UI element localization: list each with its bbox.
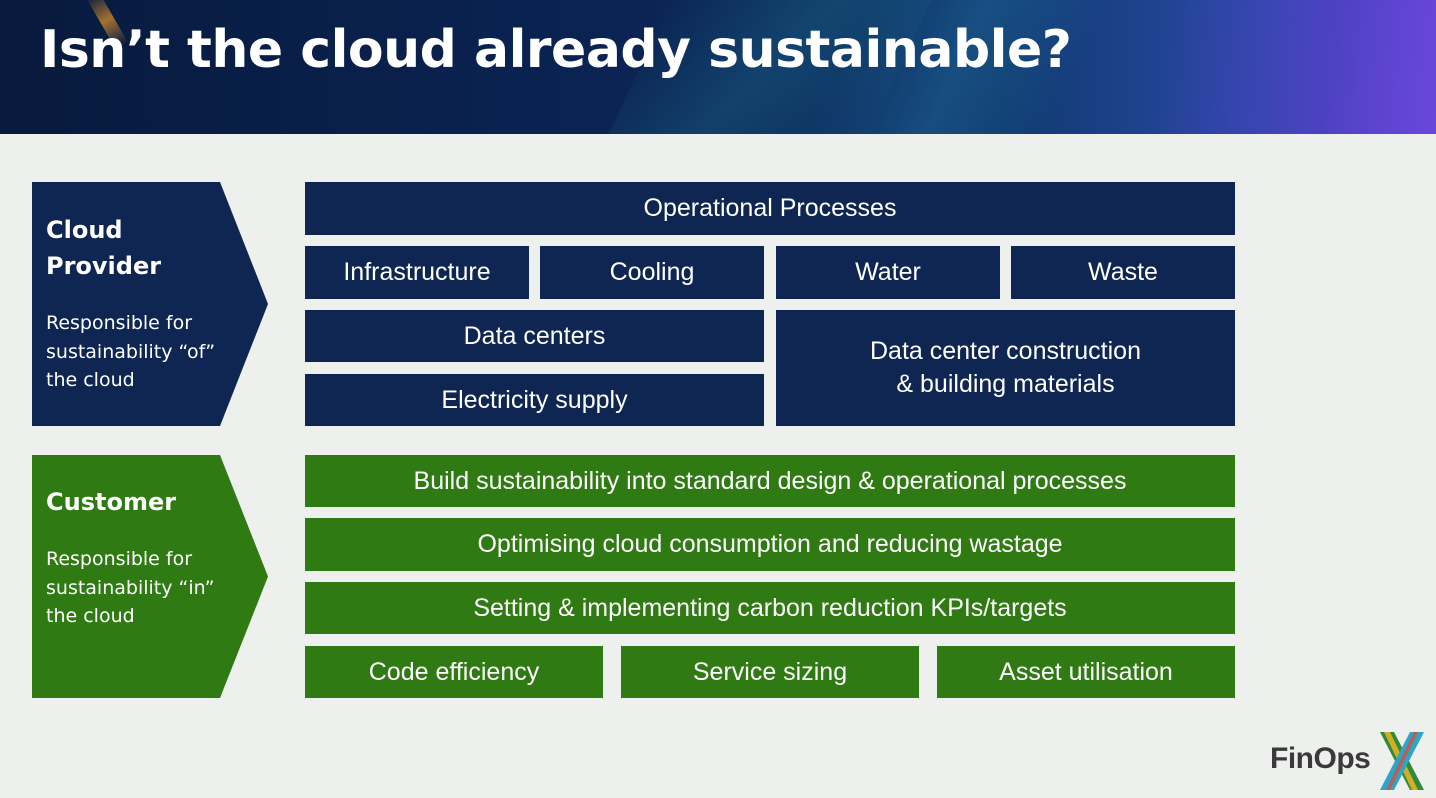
cloud-provider-description: Responsible for sustainability “of” the …	[46, 312, 216, 391]
customer-description: Responsible for sustainability “in” the …	[46, 548, 215, 627]
slide-title: Isn’t the cloud already sustainable?	[40, 20, 1072, 80]
customer-chevron: Customer Responsible for sustainability …	[32, 455, 268, 698]
electricity-supply-box: Electricity supply	[305, 374, 764, 426]
service-sizing-box: Service sizing	[621, 646, 919, 698]
carbon-kpis-box: Setting & implementing carbon reduction …	[305, 582, 1235, 634]
customer-heading: Customer	[46, 488, 177, 516]
cooling-box: Cooling	[540, 246, 764, 299]
title-banner: Isn’t the cloud already sustainable?	[0, 0, 1436, 134]
data-centers-box: Data centers	[305, 310, 764, 362]
finops-logo: FinOps	[1270, 728, 1430, 794]
cloud-provider-heading: Cloud Provider	[46, 216, 162, 280]
infrastructure-box: Infrastructure	[305, 246, 529, 299]
build-sustainability-box: Build sustainability into standard desig…	[305, 455, 1235, 507]
data-center-construction-box: Data center construction & building mate…	[776, 310, 1235, 426]
operational-processes-box: Operational Processes	[305, 182, 1235, 235]
waste-box: Waste	[1011, 246, 1235, 299]
logo-x-mark-icon	[1380, 732, 1424, 790]
construction-line-1: Data center construction	[870, 337, 1141, 365]
construction-line-2: & building materials	[896, 370, 1115, 398]
asset-utilisation-box: Asset utilisation	[937, 646, 1235, 698]
optimising-consumption-box: Optimising cloud consumption and reducin…	[305, 518, 1235, 571]
code-efficiency-box: Code efficiency	[305, 646, 603, 698]
water-box: Water	[776, 246, 1000, 299]
cloud-provider-chevron: Cloud Provider Responsible for sustainab…	[32, 182, 268, 426]
logo-text: FinOps	[1270, 742, 1371, 775]
